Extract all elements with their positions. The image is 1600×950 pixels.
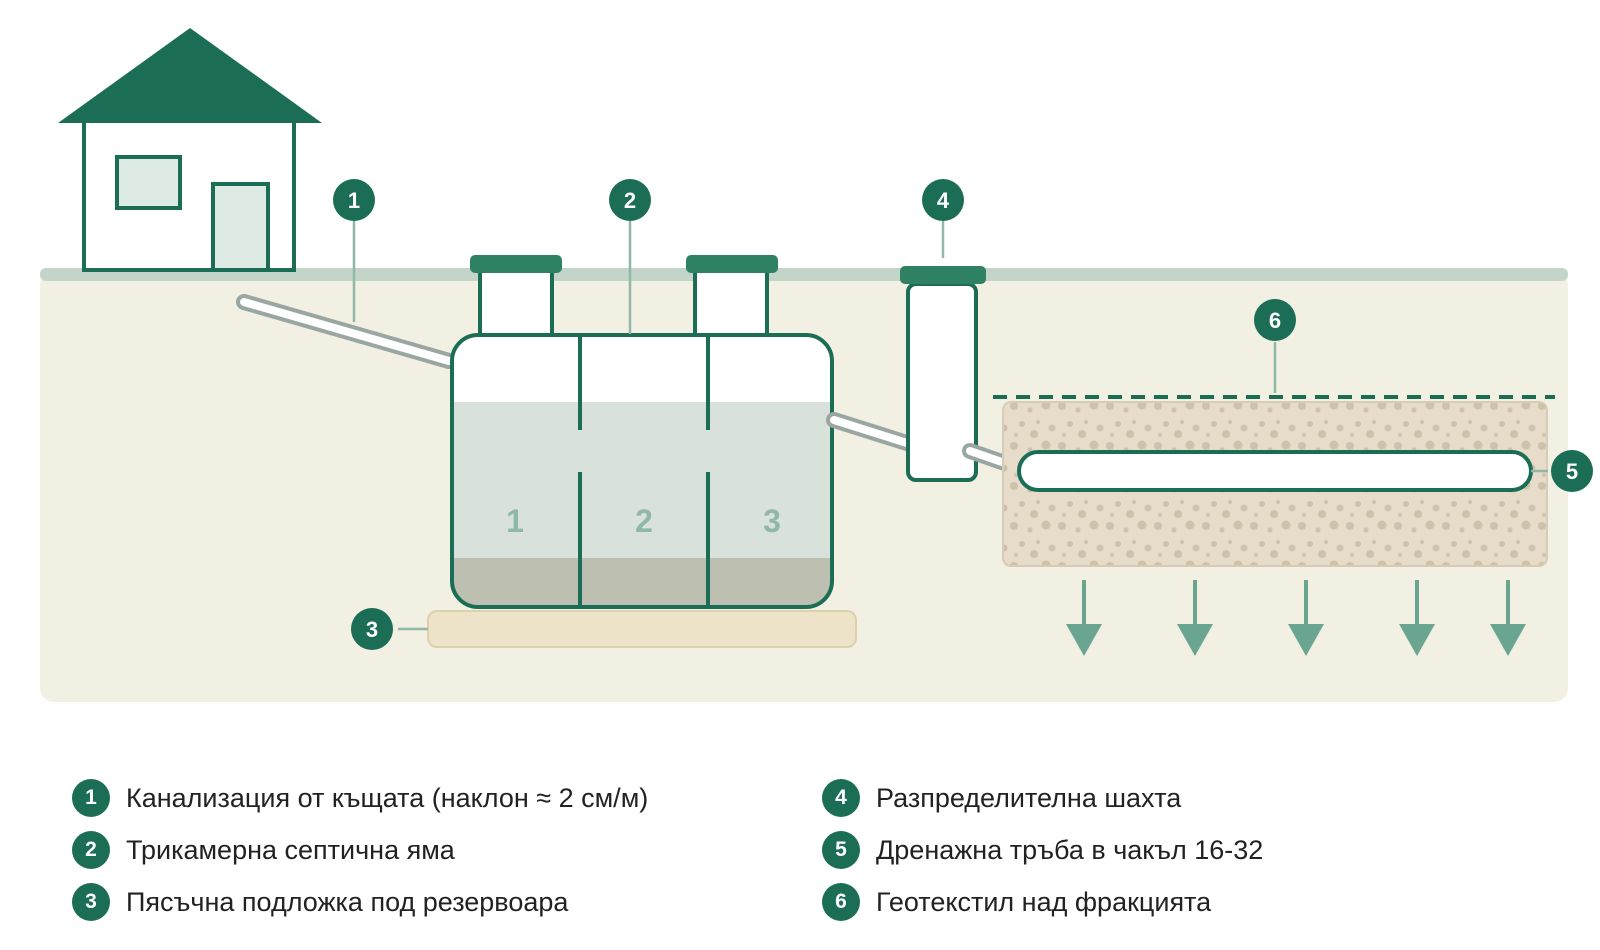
legend-text: Пясъчна подложка под резервоара (126, 886, 569, 917)
legend-item-3: 3 Пясъчна подложка под резервоара (72, 882, 568, 922)
tank-riser-left (470, 255, 562, 340)
infiltration-arrow (1288, 580, 1324, 656)
legend-badge: 4 (822, 779, 860, 817)
tank-riser-right (686, 255, 778, 340)
legend-item-5: 5 Дренажна тръба в чакъл 16-32 (822, 830, 1263, 870)
septic-tank (450, 333, 834, 609)
inlet-pipe (236, 294, 457, 369)
svg-text:4: 4 (937, 188, 950, 213)
legend-badge: 2 (72, 831, 110, 869)
chamber-label: 1 (506, 503, 524, 539)
svg-text:2: 2 (624, 188, 636, 213)
svg-text:6: 6 (1269, 308, 1281, 333)
house-icon (58, 28, 322, 272)
legend-text: Разпределителна шахта (876, 782, 1182, 813)
legend-badge: 1 (72, 779, 110, 817)
chamber-label: 3 (763, 503, 781, 539)
legend-item-4: 4 Разпределителна шахта (822, 778, 1181, 818)
legend-text: Канализация от къщата (наклон ≈ 2 см/м) (126, 782, 649, 813)
septic-system-diagram: 1 2 3 (40, 28, 1593, 702)
legend-badge: 3 (72, 883, 110, 921)
drainage-pipe (1017, 450, 1533, 492)
legend-item-2: 2 Трикамерна септична яма (72, 830, 455, 870)
legend-text: Геотекстил над фракцията (876, 886, 1212, 917)
svg-text:1: 1 (348, 188, 360, 213)
ground-line (40, 268, 1568, 281)
legend-text: Дренажна тръба в чакъл 16-32 (876, 834, 1264, 865)
legend-item-1: 1 Канализация от къщата (наклон ≈ 2 см/м… (72, 778, 648, 818)
infiltration-arrow (1177, 580, 1213, 656)
svg-text:5: 5 (1566, 459, 1578, 484)
distribution-shaft (900, 266, 986, 482)
infiltration-arrow (1490, 580, 1526, 656)
legend-badge: 5 (822, 831, 860, 869)
sand-base (427, 610, 857, 648)
legend-item-6: 6 Геотекстил над фракцията (822, 882, 1211, 922)
infiltration-arrow (1066, 580, 1102, 656)
callout-badge-6: 6 (1254, 299, 1296, 341)
callout-leaders (352, 221, 1548, 631)
chamber-label: 2 (635, 503, 653, 539)
outlet-pipe (826, 412, 918, 452)
legend-badge: 6 (822, 883, 860, 921)
callout-badge-1: 1 (333, 179, 375, 221)
callout-badge-2: 2 (609, 179, 651, 221)
svg-text:3: 3 (366, 617, 378, 642)
legend: 1 Канализация от къщата (наклон ≈ 2 см/м… (70, 778, 1550, 930)
callout-badge-3: 3 (351, 608, 393, 650)
callout-badge-5: 5 (1551, 450, 1593, 492)
callout-badge-4: 4 (922, 179, 964, 221)
infiltration-arrow (1399, 580, 1435, 656)
legend-text: Трикамерна септична яма (126, 834, 455, 865)
